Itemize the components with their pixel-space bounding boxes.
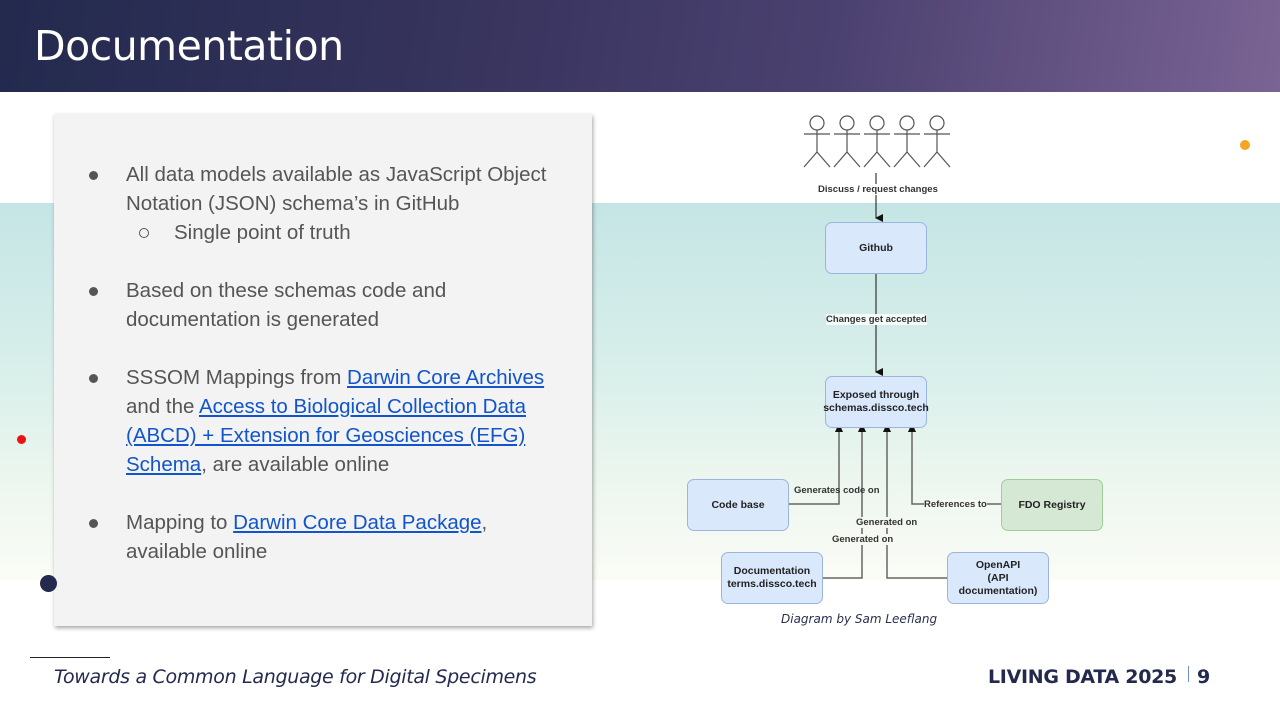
- edge-docs-generated: [823, 429, 863, 579]
- edge-label-generated-on: Generated on: [856, 517, 918, 528]
- presentation-title: Towards a Common Language for Digital Sp…: [54, 666, 537, 688]
- node-label: schemas.dissco.tech: [823, 402, 929, 414]
- event-name: LIVING DATA 2025: [988, 666, 1177, 688]
- node-label: OpenAPI: [975, 558, 1021, 571]
- bullet-text: SSSOM Mappings from: [126, 366, 348, 389]
- node-schemas-dissco: Exposed through schemas.dissco.tech: [823, 376, 929, 428]
- bullet-list: All data models available as JavaScript …: [54, 160, 592, 566]
- decorative-dot-red: [17, 435, 26, 444]
- sub-bullet-text: Single point of truth: [174, 221, 351, 244]
- edge-label-generated-on: Generated on: [832, 534, 894, 545]
- bullet-text: All data models available as JavaScript …: [126, 163, 547, 215]
- node-openapi: OpenAPI (API documentation): [947, 552, 1049, 604]
- node-label: Exposed through: [832, 389, 920, 401]
- bullet-icon: [89, 374, 98, 383]
- node-label: terms.dissco.tech: [727, 578, 817, 590]
- bullet-text: , are available online: [201, 453, 390, 476]
- stakeholder-actors-icon: [803, 115, 951, 168]
- bullet-item: SSSOM Mappings from Darwin Core Archives…: [54, 363, 592, 479]
- footer-branding: LIVING DATA 2025 9: [988, 666, 1210, 688]
- bullet-item: All data models available as JavaScript …: [54, 160, 592, 218]
- sub-bullet-item: Single point of truth: [54, 218, 592, 247]
- edge-label-references: References to: [924, 499, 987, 510]
- slide-title: Documentation: [34, 22, 344, 70]
- content-card: All data models available as JavaScript …: [54, 114, 592, 626]
- bullet-icon: [89, 171, 98, 180]
- bullet-text: Based on these schemas code and document…: [126, 279, 447, 331]
- node-fdo-registry: FDO Registry: [1001, 479, 1103, 531]
- link-abcd-efg-schema[interactable]: Access to Biological Collection Data (AB…: [126, 395, 526, 476]
- node-label: Code base: [711, 498, 765, 511]
- bullet-text: Mapping to: [126, 511, 234, 534]
- footer-separator: [1187, 666, 1189, 682]
- bullet-item: Based on these schemas code and document…: [54, 276, 592, 334]
- actor-icon: [863, 115, 891, 168]
- actor-icon: [923, 115, 951, 168]
- decorative-dot-orange: [1240, 140, 1250, 150]
- bullet-text: and the: [126, 395, 199, 418]
- link-darwin-core-data-package[interactable]: Darwin Core Data Package: [233, 511, 482, 534]
- actor-icon: [803, 115, 831, 168]
- node-label: FDO Registry: [1018, 498, 1086, 511]
- edge-generates-code: [789, 429, 840, 505]
- hollow-bullet-icon: [139, 228, 149, 238]
- bullet-item: Mapping to Darwin Core Data Package, ava…: [54, 508, 592, 566]
- bullet-icon: [89, 287, 98, 296]
- actor-icon: [893, 115, 921, 168]
- footer-divider: [30, 657, 110, 658]
- edge-openapi-generated: [886, 429, 947, 579]
- diagram-caption: Diagram by Sam Leeflang: [781, 612, 938, 626]
- bullet-text: , available online: [126, 511, 488, 563]
- node-label: (API documentation): [958, 571, 1038, 597]
- node-code-base: Code base: [687, 479, 789, 531]
- bullet-icon: [89, 519, 98, 528]
- page-number: 9: [1196, 666, 1210, 688]
- edge-label-accepted: Changes get accepted: [826, 314, 927, 325]
- node-label: Documentation: [733, 565, 811, 577]
- edge-label-generates-code: Generates code on: [794, 485, 880, 496]
- edge-label-discuss: Discuss / request changes: [818, 184, 938, 195]
- actor-icon: [833, 115, 861, 168]
- edge-references: [911, 429, 1001, 505]
- node-github: Github: [825, 222, 927, 274]
- node-label: Github: [859, 241, 893, 254]
- decorative-dot-navy: [40, 575, 57, 592]
- node-documentation: Documentation terms.dissco.tech: [721, 552, 823, 604]
- title-bar: Documentation: [0, 0, 1280, 92]
- link-darwin-core-archives[interactable]: Darwin Core Archives: [347, 366, 545, 389]
- workflow-diagram: Discuss / request changes Changes get ac…: [680, 110, 1120, 610]
